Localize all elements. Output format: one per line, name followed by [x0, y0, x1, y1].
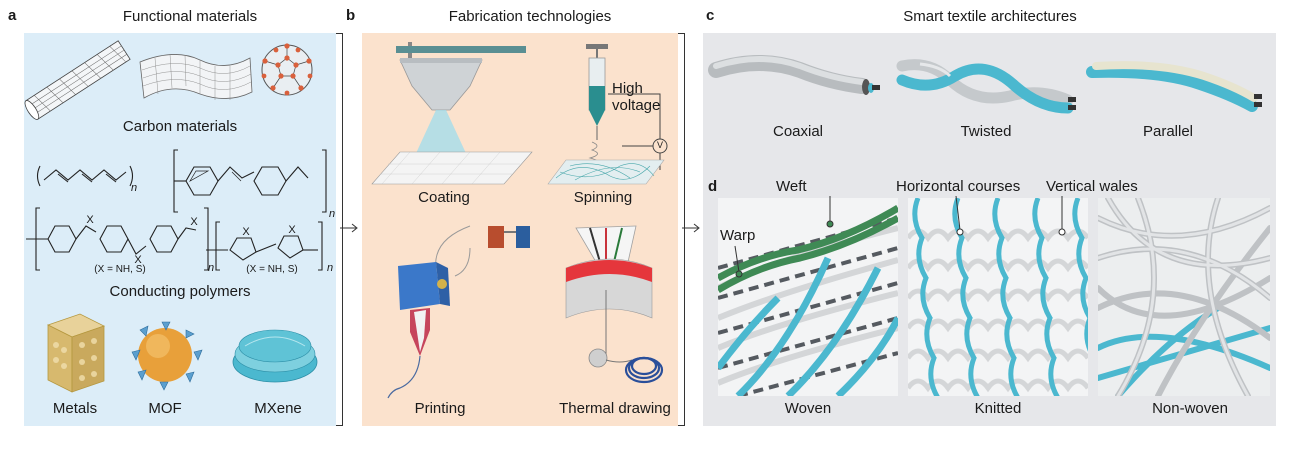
ppv-structure: [173, 149, 327, 213]
vertical-wales-pointer: [1058, 196, 1066, 236]
n-subscript-2: n: [328, 208, 336, 220]
panel-d-letter: d: [708, 178, 718, 195]
spinning-device-icon: [547, 44, 668, 185]
metals-cube-icon: [46, 313, 106, 393]
mxene-sheets-icon: [232, 329, 318, 383]
coaxial-caption: Coaxial: [772, 123, 824, 140]
mxene-caption: MXene: [254, 400, 302, 417]
coating-device-icon: [371, 42, 533, 185]
voltmeter-symbol: V: [656, 140, 663, 150]
x-atom-label-2: X: [134, 254, 142, 266]
warp-pointer: [734, 245, 743, 278]
graphene-sheet-icon: [139, 53, 253, 100]
x-atom-label-1: X: [86, 214, 94, 226]
mof-sphere-icon: [131, 321, 203, 391]
weft-pointer: [826, 196, 834, 228]
n-subscript-4: n: [326, 262, 334, 274]
x-note-right: (X = NH, S): [246, 264, 298, 275]
polythiophene-structure: [206, 221, 323, 271]
arrow-a-to-b: [340, 223, 358, 233]
polyacetylene-structure: [36, 165, 134, 187]
panel-a-bracket: [336, 33, 343, 426]
arrow-b-to-c: [682, 223, 700, 233]
panel-c-letter: c: [706, 7, 715, 24]
coating-caption: Coating: [418, 189, 470, 206]
woven-caption: Woven: [784, 400, 832, 417]
x-atom-label-4: X: [242, 226, 250, 238]
vertical-wales-label: Vertical wales: [1046, 178, 1138, 195]
fullerene-icon: [261, 43, 313, 96]
warp-label: Warp: [720, 227, 756, 244]
x-note-left: (X = NH, S): [94, 264, 146, 275]
high-voltage-label-line-2: voltage: [612, 97, 661, 114]
coaxial-fiber-icon: [708, 55, 880, 95]
printing-caption: Printing: [414, 400, 466, 417]
panel-c-title: Smart textile architectures: [903, 8, 1077, 25]
panel-b-title: Fabrication technologies: [448, 8, 612, 25]
conducting-polymers-caption: Conducting polymers: [109, 283, 251, 300]
weft-label: Weft: [776, 178, 807, 195]
metals-caption: Metals: [52, 400, 98, 417]
twisted-caption: Twisted: [960, 123, 1012, 140]
knitted-caption: Knitted: [974, 400, 1022, 417]
pani-structure: [26, 207, 209, 271]
parallel-fiber-icon: [1086, 61, 1262, 112]
panel-a-letter: a: [8, 7, 17, 24]
nonwoven-fabric-image: [1098, 198, 1270, 396]
nonwoven-caption: Non-woven: [1152, 400, 1228, 417]
horizontal-courses-pointer: [955, 195, 964, 236]
horizontal-courses-label: Horizontal courses: [896, 178, 1021, 195]
parallel-caption: Parallel: [1142, 123, 1194, 140]
panel-b-bracket: [678, 33, 685, 426]
mof-caption: MOF: [148, 400, 182, 417]
thermal-drawing-caption: Thermal drawing: [559, 400, 671, 417]
thermal-drawing-device-icon: [565, 225, 664, 384]
n-subscript-3: n: [207, 262, 215, 274]
woven-fabric-image: [718, 198, 898, 396]
panel-a-title: Functional materials: [122, 8, 258, 25]
x-atom-label-5: X: [288, 224, 296, 236]
twisted-fiber-icon: [896, 59, 1076, 114]
carbon-materials-caption: Carbon materials: [122, 118, 238, 135]
spinning-caption: Spinning: [573, 189, 633, 206]
panel-b-letter: b: [346, 7, 356, 24]
knitted-fabric-image: [908, 198, 1088, 396]
x-atom-label-3: X: [190, 216, 198, 228]
printing-device-icon: [387, 225, 530, 399]
high-voltage-label-line-1: High: [612, 80, 643, 97]
carbon-nanotube-icon: [24, 40, 131, 120]
n-subscript-1: n: [130, 182, 138, 194]
